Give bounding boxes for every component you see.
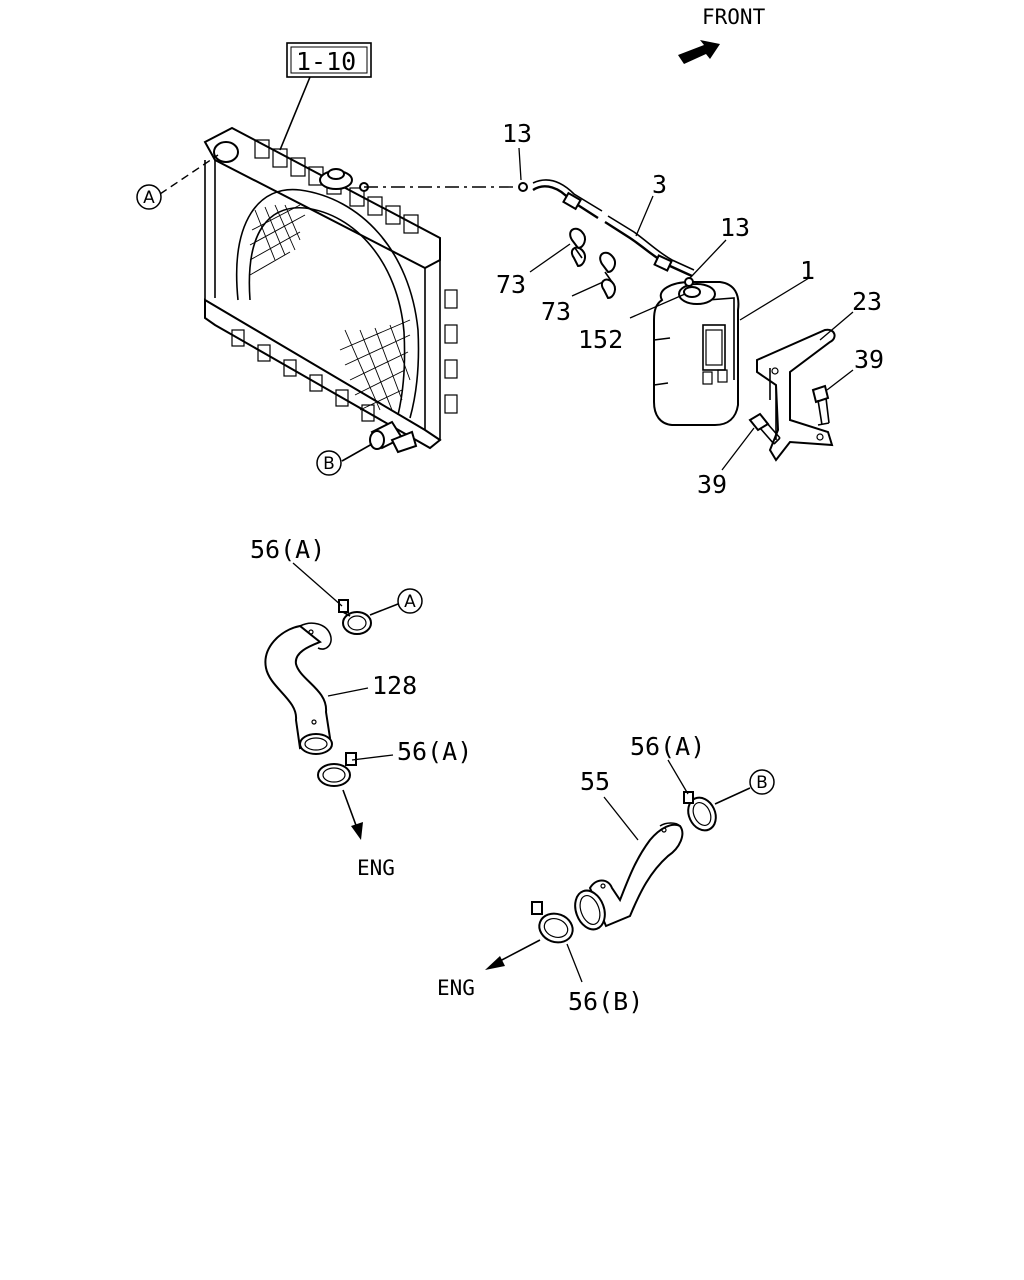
clip-73-a <box>569 227 586 268</box>
callout-152: 152 <box>578 325 623 354</box>
clamp-56a-upper <box>338 599 372 635</box>
callout-56a-lower-hose: 56(A) <box>630 732 705 761</box>
connection-line-a <box>159 154 219 195</box>
upper-hose-128 <box>264 622 333 755</box>
callout-13-top: 13 <box>502 119 532 148</box>
callout-1: 1 <box>800 256 815 285</box>
callout-128: 128 <box>372 671 417 700</box>
callout-23: 23 <box>852 287 882 316</box>
svg-text:A: A <box>143 188 155 208</box>
overflow-hose <box>518 179 695 278</box>
callout-39-bottom: 39 <box>697 470 727 499</box>
callout-56a-upper: 56(A) <box>250 535 325 564</box>
callout-56b: 56(B) <box>568 987 643 1016</box>
bolt-39-right <box>811 384 830 426</box>
callout-73-a: 73 <box>496 270 526 299</box>
connection-mark-b-radiator: B <box>316 450 342 476</box>
leader-lines <box>292 147 854 983</box>
core-hatch <box>249 204 411 411</box>
front-arrow-icon <box>678 40 720 64</box>
svg-text:B: B <box>323 454 335 474</box>
callout-13-right: 13 <box>720 213 750 242</box>
svg-text:B: B <box>756 773 768 793</box>
callout-55: 55 <box>580 767 610 796</box>
engine-arrow-1 <box>342 789 363 840</box>
engine-arrow-2 <box>485 939 541 970</box>
callout-73-b: 73 <box>541 297 571 326</box>
radiator-assembly <box>203 126 458 454</box>
svg-text:A: A <box>404 592 416 612</box>
callout-3: 3 <box>652 170 667 199</box>
connection-mark-a-hose: A <box>397 588 423 614</box>
connection-line-b <box>341 443 373 462</box>
clip-73-b <box>599 251 616 300</box>
clamp-56a-lower <box>317 752 357 787</box>
callout-56a-lower: 56(A) <box>397 737 472 766</box>
leader-line <box>279 76 311 151</box>
engine-label-1: ENG <box>357 856 395 880</box>
connection-mark-b-hose: B <box>749 769 775 795</box>
clamp-56a-lower-hose <box>683 791 717 832</box>
connection-mark-a-radiator: A <box>136 184 162 210</box>
reserve-tank <box>653 277 740 426</box>
reference-box-label: 1-10 <box>296 47 356 76</box>
callout-39-right: 39 <box>854 345 884 374</box>
engine-label-2: ENG <box>437 976 475 1000</box>
bolt-39-bottom <box>748 412 781 445</box>
front-label: FRONT <box>702 5 766 29</box>
clamp-56b <box>531 901 574 944</box>
reference-box: 1-10 <box>286 42 372 78</box>
lower-hose-55 <box>574 822 684 931</box>
